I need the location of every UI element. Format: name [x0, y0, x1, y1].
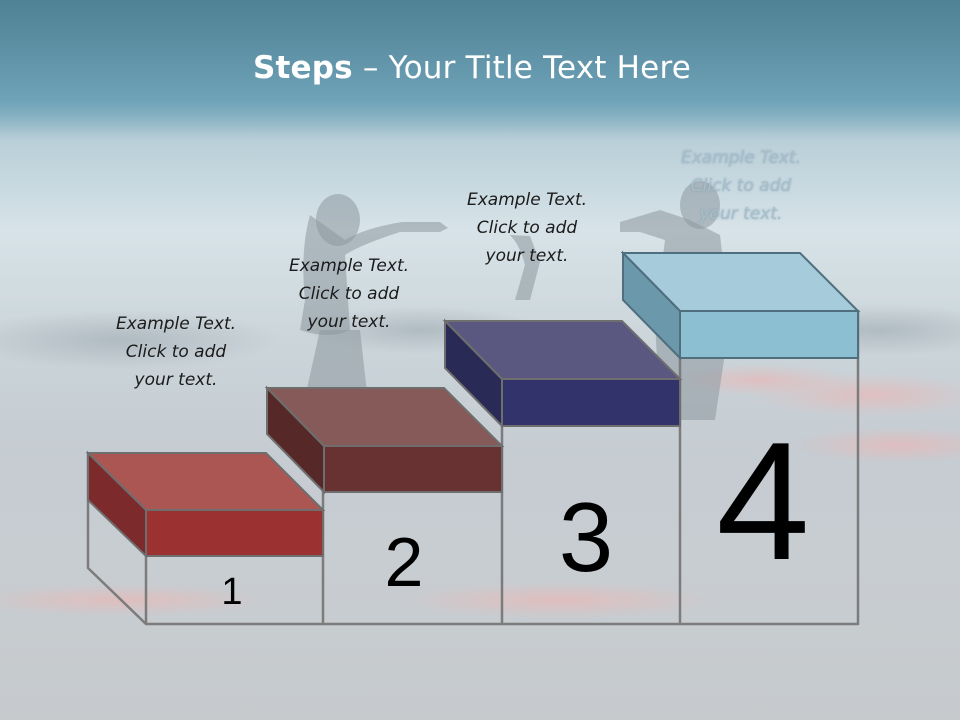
step-1-text-line-1: Example Text. [115, 314, 237, 334]
step-1-number: 1 [221, 571, 242, 613]
step-4-text-line-1: Example Text. [680, 148, 802, 168]
step-3-text[interactable]: Example Text. Click to add your text. [442, 186, 612, 270]
step-2-text-line-1: Example Text. [288, 256, 410, 276]
step-1-text[interactable]: Example Text. Click to add your text. [91, 310, 261, 394]
page-title-rest: – Your Title Text Here [352, 50, 691, 86]
step-2-front-face [323, 445, 503, 493]
step-3-front-face [501, 378, 681, 427]
step-2-number: 2 [385, 523, 424, 601]
step-4-number: 4 [716, 407, 809, 595]
step-3-text-line-2: Click to add [476, 218, 578, 238]
step-2-text-line-3: your text. [307, 312, 391, 332]
step-1-front-face [145, 509, 324, 557]
step-4-block[interactable] [620, 250, 861, 361]
step-2-text-line-2: Click to add [298, 284, 400, 304]
step-4-text-line-2: Click to add [690, 176, 792, 196]
step-3-text-line-1: Example Text. [466, 190, 588, 210]
step-3-number: 3 [559, 482, 614, 592]
step-2-text[interactable]: Example Text. Click to add your text. [264, 252, 434, 336]
title-band [0, 0, 960, 135]
step-4-text-line-3: your text. [699, 204, 783, 224]
step-3-text-line-3: your text. [485, 246, 569, 266]
step-1-text-line-3: your text. [134, 370, 218, 390]
page-title-bold: Steps [252, 50, 353, 86]
step-1-text-line-2: Click to add [125, 342, 227, 362]
step-4-front-face [679, 310, 859, 359]
page-title[interactable]: Steps – Your Title Text Here [0, 50, 944, 86]
step-1-block[interactable] [85, 450, 326, 559]
step-2-block[interactable] [264, 385, 505, 495]
step-4-text[interactable]: Example Text. Click to add your text. [656, 144, 826, 228]
step-3-block[interactable] [442, 318, 683, 429]
